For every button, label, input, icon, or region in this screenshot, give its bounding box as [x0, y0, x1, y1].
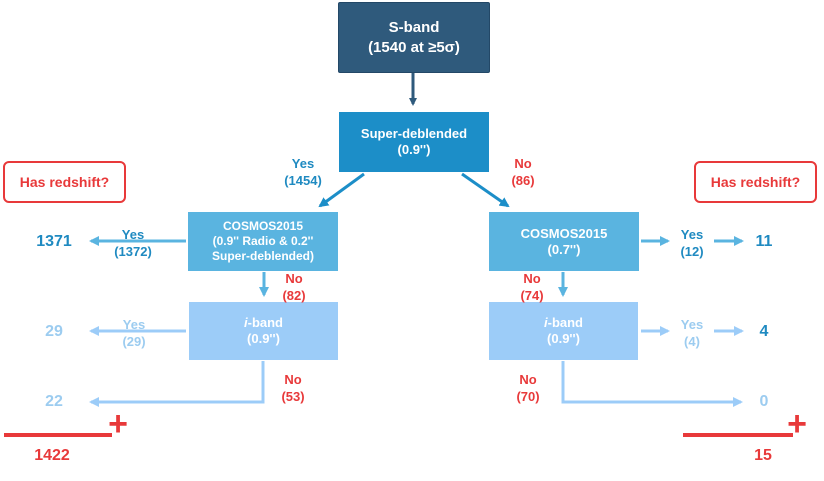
- has-redshift-left: Has redshift?: [3, 161, 126, 203]
- left-result-cosmos: 1371: [36, 233, 72, 250]
- right-iband-title-rest: -band: [547, 315, 583, 330]
- right-cosmos-box: COSMOS2015 (0.7''): [489, 212, 639, 271]
- arrow-deblend-to-left-cosmos: [318, 172, 365, 208]
- deblend-title: Super-deblended: [360, 126, 468, 141]
- label-text: Yes: [680, 317, 704, 332]
- right-iband-yes-label: Yes (4): [672, 316, 712, 350]
- right-result-cosmos: 11: [755, 233, 773, 250]
- left-iband-title-i: i: [243, 315, 248, 330]
- sband-title: S-band: [388, 18, 440, 36]
- label-count: (1454): [284, 173, 322, 188]
- right-result-iband: 4: [759, 323, 769, 340]
- label-count: (82): [282, 288, 306, 303]
- left-cosmos-no-label: No (82): [274, 270, 314, 304]
- right-iband-title: i-band: [544, 315, 583, 331]
- arrow-deblend-to-right-cosmos: [461, 172, 510, 208]
- has-redshift-right: Has redshift?: [694, 161, 817, 203]
- right-iband-box: i-band (0.9''): [489, 302, 638, 360]
- label-text: No: [284, 372, 302, 387]
- label-text: No: [514, 156, 532, 171]
- left-cosmos-box: COSMOS2015 (0.9'' Radio & 0.2'' Super-de…: [188, 212, 338, 271]
- right-cosmos-no-label: No (74): [512, 270, 552, 304]
- label-text: Yes: [122, 317, 146, 332]
- right-iband-sub: (0.9''): [547, 331, 580, 346]
- label-text: No: [519, 372, 537, 387]
- right-result-none: 0: [759, 393, 769, 410]
- left-result-none: 22: [45, 393, 63, 410]
- label-count: (4): [684, 334, 700, 349]
- sband-sub: (1540 at ≥5σ): [368, 38, 460, 56]
- super-deblended-box: Super-deblended (0.9''): [339, 112, 489, 172]
- label-text: Yes: [291, 156, 315, 171]
- arrow-left-iband-no: [89, 361, 265, 407]
- deblend-sub: (0.9''): [397, 142, 431, 157]
- sband-box: S-band (1540 at ≥5σ): [338, 2, 490, 73]
- left-iband-title-rest: -band: [247, 315, 283, 330]
- left-total: 1422: [34, 447, 70, 464]
- right-iband-title-i: i: [543, 315, 548, 330]
- label-text: No: [523, 271, 541, 286]
- right-total: 15: [754, 447, 772, 464]
- label-count: (12): [680, 244, 704, 259]
- left-cosmos-line2: (0.9'' Radio & 0.2'': [212, 234, 314, 248]
- right-branch-no-label: No (86): [501, 155, 545, 189]
- label-text: Yes: [121, 227, 145, 242]
- label-count: (74): [520, 288, 544, 303]
- left-branch-yes-label: Yes (1454): [272, 155, 334, 189]
- left-plus-sign: +: [108, 405, 128, 443]
- left-iband-no-label: No (53): [272, 371, 314, 405]
- arrow-right-iband-no: [561, 361, 743, 407]
- label-count: (1372): [114, 244, 152, 259]
- left-cosmos-line1: COSMOS2015: [222, 219, 304, 233]
- left-iband-sub: (0.9''): [247, 331, 280, 346]
- right-cosmos-line2: (0.7''): [547, 241, 581, 257]
- right-cosmos-yes-label: Yes (12): [672, 226, 712, 260]
- left-result-iband: 29: [45, 323, 63, 340]
- left-cosmos-yes-label: Yes (1372): [104, 226, 162, 260]
- left-iband-title: i-band: [244, 315, 283, 331]
- right-cosmos-line1: COSMOS2015: [520, 225, 608, 241]
- right-iband-no-label: No (70): [507, 371, 549, 405]
- label-count: (70): [516, 389, 540, 404]
- left-cosmos-line3: Super-deblended): [211, 249, 314, 263]
- label-text: Yes: [680, 227, 704, 242]
- left-iband-yes-label: Yes (29): [112, 316, 156, 350]
- label-count: (86): [511, 173, 535, 188]
- label-count: (53): [281, 389, 305, 404]
- left-iband-box: i-band (0.9''): [189, 302, 338, 360]
- label-count: (29): [122, 334, 146, 349]
- right-plus-sign: +: [787, 405, 807, 443]
- label-text: No: [285, 271, 303, 286]
